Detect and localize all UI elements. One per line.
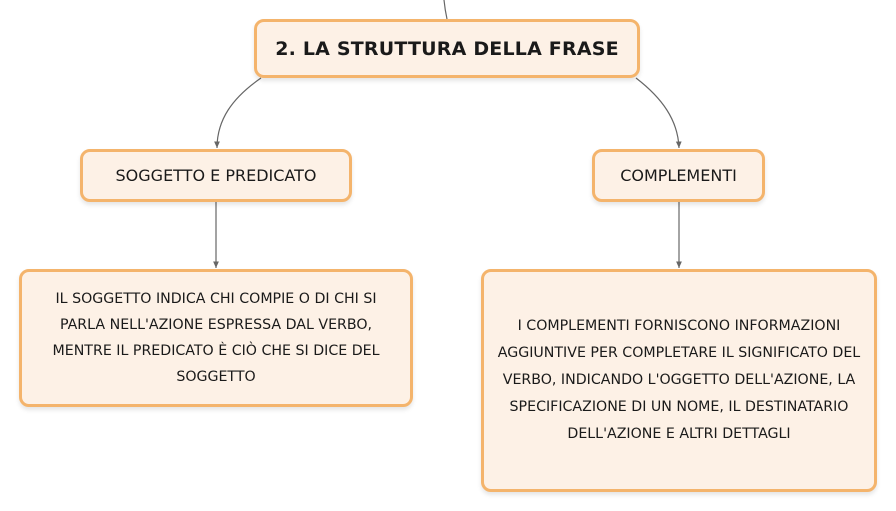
complements-detail-node[interactable]: I COMPLEMENTI FORNISCONO INFORMAZIONI AG… xyxy=(481,269,877,492)
complements-node[interactable]: COMPLEMENTI xyxy=(592,149,765,202)
complements-label: COMPLEMENTI xyxy=(620,166,737,185)
root-node-label: 2. LA STRUTTURA DELLA FRASE xyxy=(275,37,619,60)
connector-from-parent xyxy=(443,0,448,20)
connector-root-to-left xyxy=(214,77,262,149)
connector-root-to-right xyxy=(635,77,682,149)
subject-predicate-node[interactable]: SOGGETTO E PREDICATO xyxy=(80,149,352,202)
subject-predicate-detail-node[interactable]: IL SOGGETTO INDICA CHI COMPIE O DI CHI S… xyxy=(19,269,413,407)
subject-predicate-detail-text: IL SOGGETTO INDICA CHI COMPIE O DI CHI S… xyxy=(52,291,380,385)
complements-detail-text: I COMPLEMENTI FORNISCONO INFORMAZIONI AG… xyxy=(497,318,861,442)
root-node[interactable]: 2. LA STRUTTURA DELLA FRASE xyxy=(254,19,640,78)
subject-predicate-label: SOGGETTO E PREDICATO xyxy=(115,166,317,185)
